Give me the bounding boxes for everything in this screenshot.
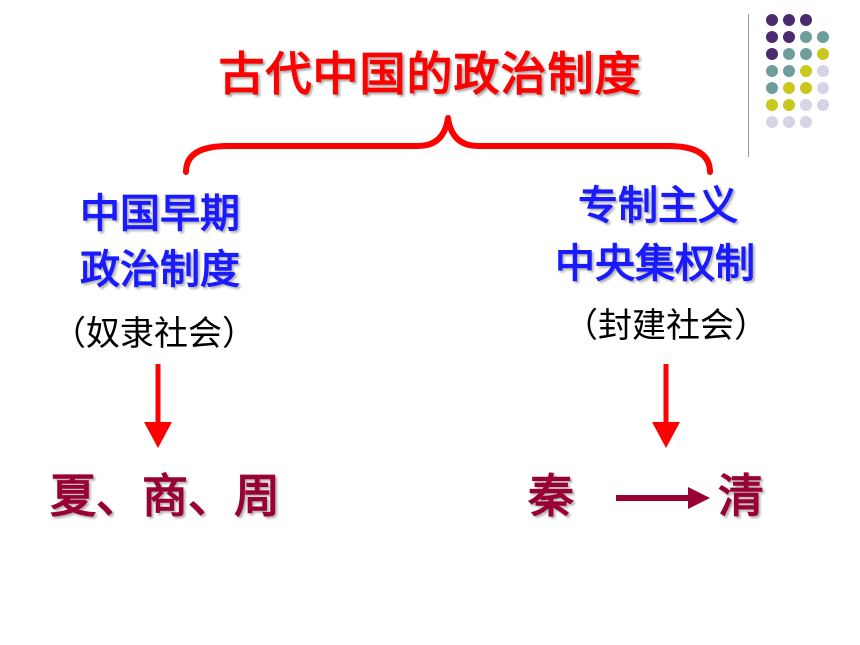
decorative-dot xyxy=(783,116,795,128)
right-heading-line1: 专制主义 xyxy=(578,183,738,229)
right-dynasty-end: 清 xyxy=(718,469,764,523)
decorative-dot xyxy=(817,31,829,43)
decorative-dot xyxy=(783,48,795,60)
right-heading-line2: 中央集权制 xyxy=(555,241,755,287)
decorative-dot xyxy=(783,99,795,111)
right-dynasty-start: 秦 xyxy=(528,469,574,523)
decorative-vertical-line xyxy=(748,14,749,157)
decorative-dot xyxy=(800,48,812,60)
right-arrow xyxy=(616,487,710,509)
decorative-dot xyxy=(783,65,795,77)
decorative-dot xyxy=(766,99,778,111)
decorative-dot xyxy=(817,65,829,77)
left-down-arrow xyxy=(144,364,172,448)
left-heading-line1: 中国早期 xyxy=(80,191,240,237)
decorative-dot xyxy=(766,65,778,77)
decorative-dot xyxy=(817,82,829,94)
decorative-dot xyxy=(766,14,778,26)
curly-brace xyxy=(183,115,713,175)
decorative-dot-grid xyxy=(766,14,856,139)
decorative-dot xyxy=(800,116,812,128)
decorative-dot xyxy=(817,99,829,111)
right-society-label: （封建社会） xyxy=(564,306,768,346)
decorative-dot xyxy=(800,31,812,43)
decorative-dot xyxy=(766,48,778,60)
decorative-dot xyxy=(800,82,812,94)
decorative-dot xyxy=(766,116,778,128)
right-down-arrow xyxy=(652,364,680,448)
page-title: 古代中国的政治制度 xyxy=(218,47,642,101)
left-society-label: （奴隶社会） xyxy=(52,314,256,354)
decorative-dot xyxy=(800,14,812,26)
decorative-dot xyxy=(766,82,778,94)
left-dynasties: 夏、商、周 xyxy=(50,469,280,523)
decorative-dot xyxy=(817,48,829,60)
left-heading-line2: 政治制度 xyxy=(80,247,240,293)
decorative-dot xyxy=(766,31,778,43)
decorative-dot xyxy=(783,82,795,94)
decorative-dot xyxy=(783,14,795,26)
decorative-dot xyxy=(800,65,812,77)
decorative-dot xyxy=(783,31,795,43)
decorative-dot xyxy=(800,99,812,111)
